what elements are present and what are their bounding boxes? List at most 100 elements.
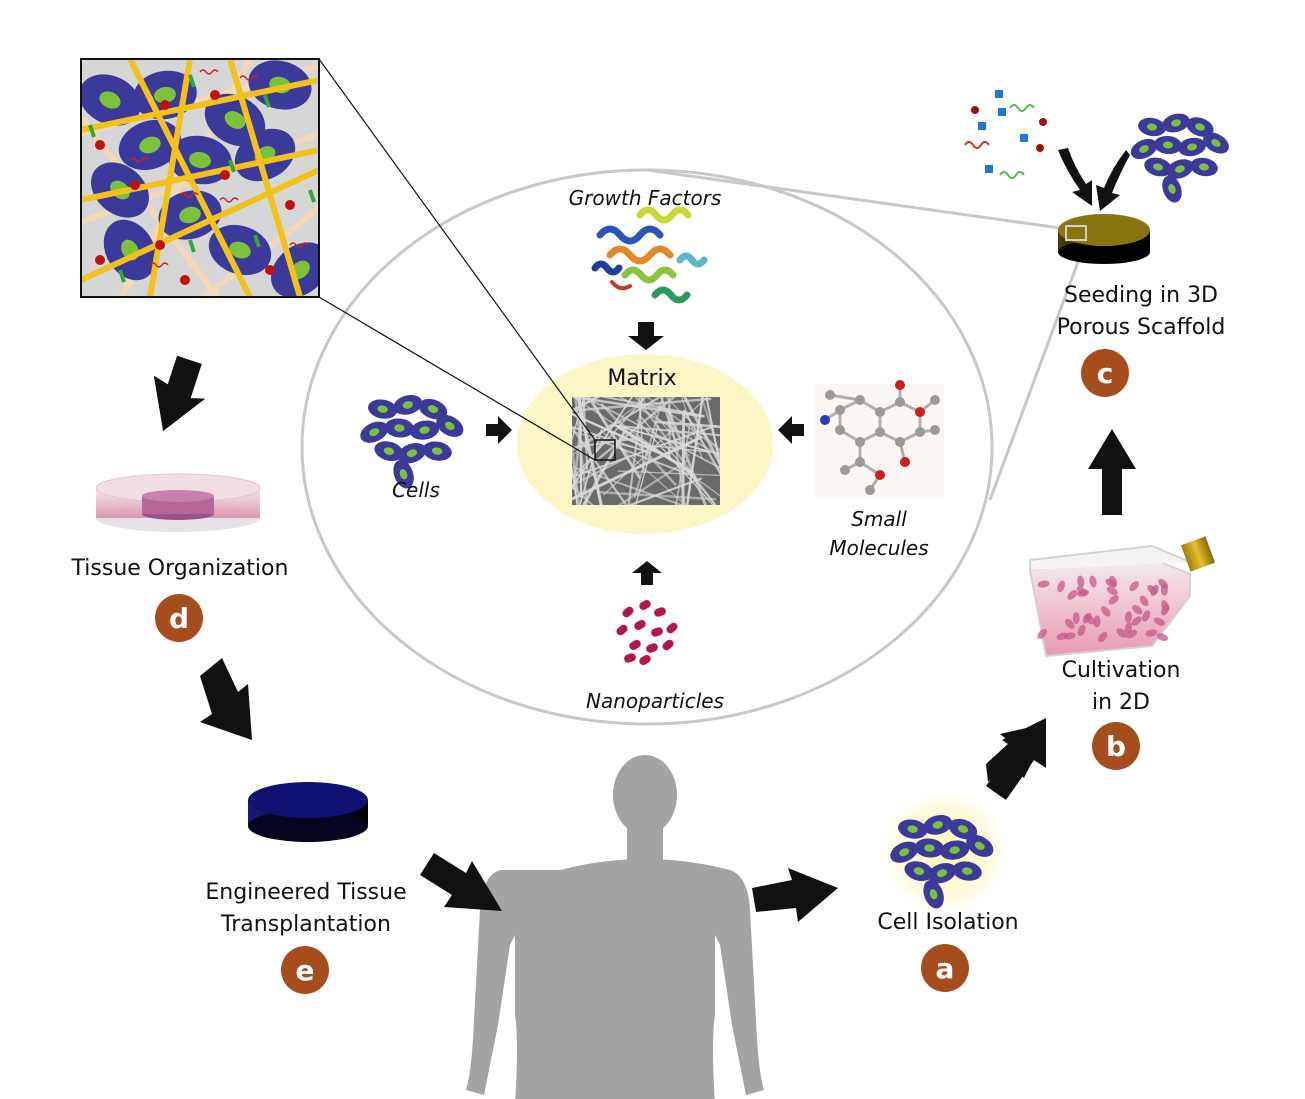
flask-cell: [1132, 604, 1143, 615]
scaffold-fiber: [127, 59, 253, 297]
flask-cell: [1037, 628, 1047, 640]
nanoparticle-dot: [285, 200, 295, 210]
flask-cell: [1126, 629, 1138, 639]
growth-factor-tick: [308, 189, 316, 203]
fiber-strand: [619, 421, 720, 497]
tissue-dish-icon: [95, 473, 261, 532]
nanoparticle: [646, 643, 658, 653]
growth-factor-tick: [263, 94, 271, 108]
step-c-label-line1: Seeding in 3D: [1064, 283, 1218, 308]
nanoparticle-dot: [220, 170, 230, 180]
cell: [1154, 135, 1182, 155]
cell: [1144, 157, 1172, 177]
svg-text:d: d: [169, 602, 189, 635]
factor-dot: [1036, 144, 1044, 152]
cell: [1178, 137, 1206, 157]
atom: [895, 397, 905, 407]
cell: [1130, 138, 1158, 160]
flask-cell: [1129, 581, 1139, 592]
flask-cell: [1076, 586, 1087, 596]
growth-factor-tick: [88, 124, 96, 138]
nanoparticle: [622, 606, 634, 618]
cell: [914, 838, 945, 858]
fiber-strand: [627, 397, 644, 505]
nanoparticle-dot: [210, 90, 220, 100]
cell: [1190, 157, 1218, 177]
cell: [1138, 117, 1166, 137]
culture-flask-icon: [1028, 536, 1216, 658]
atom: [835, 425, 845, 435]
atom: [820, 415, 830, 425]
scaffold-fiber: [81, 147, 319, 203]
arrow-factors-to-scaffold: [1058, 148, 1092, 206]
flask-cell: [1156, 633, 1169, 641]
cell: [1162, 175, 1182, 203]
arrow-right-cells: [486, 416, 512, 444]
nanoparticle: [639, 655, 651, 665]
fiber-strand: [587, 397, 641, 479]
fiber-strand: [614, 424, 710, 453]
svg-text:b: b: [1106, 730, 1126, 763]
protein-squiggle: [149, 262, 169, 268]
factor-squiggle: [1009, 104, 1035, 112]
small-molecules-label-line2: Molecules: [829, 536, 928, 560]
badge-c: c: [1081, 349, 1129, 397]
cell: [360, 421, 389, 443]
flask-cell: [1101, 606, 1111, 617]
growth-factor-tick: [188, 239, 196, 253]
scaffold-fiber: [81, 77, 319, 133]
bond: [829, 393, 861, 402]
factor-square: [985, 165, 993, 173]
growth-factor-tick: [253, 234, 261, 248]
porous-scaffold-icon: [1058, 214, 1150, 264]
nanoparticle-dot: [95, 255, 105, 265]
fiber-strand: [572, 425, 628, 505]
flask-cell: [1089, 575, 1097, 588]
atom: [915, 407, 925, 417]
step-e-label-line2: Transplantation: [220, 912, 391, 937]
nanoparticle: [616, 624, 628, 636]
protein-squiggle: [289, 242, 309, 248]
flask-cell: [1065, 618, 1075, 629]
flask-cell: [1161, 604, 1170, 616]
atom: [855, 457, 865, 467]
atom: [875, 470, 885, 480]
fiber-strand: [682, 397, 720, 467]
svg-text:c: c: [1097, 357, 1114, 390]
flask-cell: [1098, 631, 1108, 643]
atom: [915, 427, 925, 437]
growth-factor-tick: [228, 159, 236, 173]
nanoparticle: [629, 640, 641, 650]
flask-cell: [1142, 610, 1151, 622]
step-b-label-line2: in 2D: [1092, 690, 1150, 715]
svg-text:e: e: [296, 954, 315, 987]
flask-cell: [1082, 612, 1092, 624]
badge-d: d: [155, 594, 203, 642]
isolated-cells-cluster: [890, 815, 994, 909]
nanoparticle: [634, 620, 646, 630]
atom: [895, 380, 905, 390]
nanoparticles-label: Nanoparticles: [586, 689, 724, 713]
scaffold-inset: [80, 58, 320, 298]
fiber-strand: [572, 412, 663, 455]
cell: [422, 441, 452, 461]
arrow-e-to-human: [420, 853, 502, 911]
cell: [1166, 159, 1194, 179]
center-arrows: [486, 322, 804, 585]
fiber-strand: [638, 397, 645, 474]
fiber-strand: [572, 397, 585, 442]
factor-square: [1020, 134, 1028, 142]
cell: [1186, 117, 1214, 137]
fiber-strand: [634, 397, 717, 505]
arrow-human-to-a: [752, 868, 838, 922]
nanoparticle: [624, 653, 636, 663]
matrix-fiber-image: [572, 397, 720, 505]
fiber-strand: [572, 464, 582, 505]
inset-line-bottom: [318, 296, 596, 461]
arrow-up-nanoparticles: [632, 561, 662, 585]
flask-cell: [1072, 612, 1080, 625]
flask-cell: [1139, 595, 1149, 607]
fiber-strand: [572, 424, 717, 479]
engineered-tissue-icon: [248, 782, 368, 842]
